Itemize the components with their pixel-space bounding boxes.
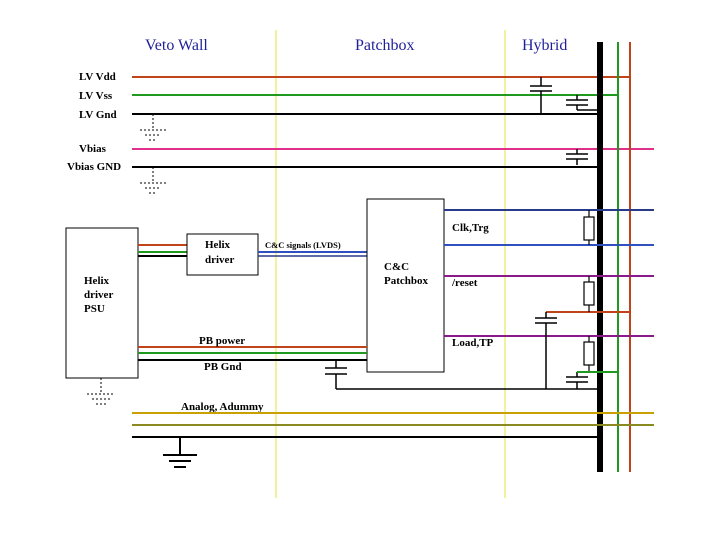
capacitor-hybrid-reset-icon — [535, 312, 557, 389]
label-vbias-gnd: Vbias GND — [67, 161, 121, 173]
ground-dotted-vbias-icon — [140, 167, 166, 194]
section-hybrid: Hybrid — [522, 37, 567, 54]
capacitor-patchbox-icon — [325, 360, 600, 390]
label-pb-power: PB power — [199, 335, 245, 347]
label-vbias: Vbias — [79, 143, 107, 155]
resistor-reset-icon — [583, 276, 595, 312]
block-cc-patchbox-line2: Patchbox — [384, 275, 429, 287]
block-helix-psu-line1: Helix — [84, 275, 110, 287]
ground-dotted-psu-icon — [87, 378, 115, 405]
resistor-clk-icon — [583, 210, 595, 245]
label-reset: /reset — [451, 277, 478, 289]
label-lv-vdd: LV Vdd — [79, 71, 116, 83]
label-analog: Analog, Adummy — [181, 401, 264, 413]
section-patchbox: Patchbox — [355, 37, 415, 54]
ground-dotted-lv-icon — [140, 114, 166, 141]
label-cc-signals: C&C signals (LVDS) — [265, 240, 341, 250]
block-helix-psu-line2: driver — [84, 289, 113, 301]
label-pb-gnd: PB Gnd — [204, 361, 242, 373]
block-helix-driver-line1: Helix — [205, 239, 231, 251]
label-clk-trg: Clk,Trg — [452, 222, 489, 234]
capacitor-hybrid-load-icon — [566, 372, 588, 389]
label-load-tp: Load,TP — [452, 337, 494, 349]
block-helix-psu — [65, 227, 139, 379]
label-lv-vss: LV Vss — [79, 90, 113, 102]
block-cc-patchbox-line1: C&C — [384, 261, 409, 273]
resistor-load-icon — [583, 336, 595, 372]
ground-solid-icon — [163, 437, 197, 468]
block-cc-patchbox — [366, 198, 445, 373]
block-helix-psu-line3: PSU — [84, 303, 105, 315]
capacitor-vss-icon — [566, 95, 600, 111]
block-helix-driver-line2: driver — [205, 254, 234, 266]
label-lv-gnd: LV Gnd — [79, 109, 117, 121]
section-veto-wall: Veto Wall — [145, 37, 208, 54]
block-helix-driver — [186, 233, 259, 276]
capacitor-vbias-icon — [566, 149, 588, 165]
capacitor-vdd-icon — [530, 77, 552, 114]
